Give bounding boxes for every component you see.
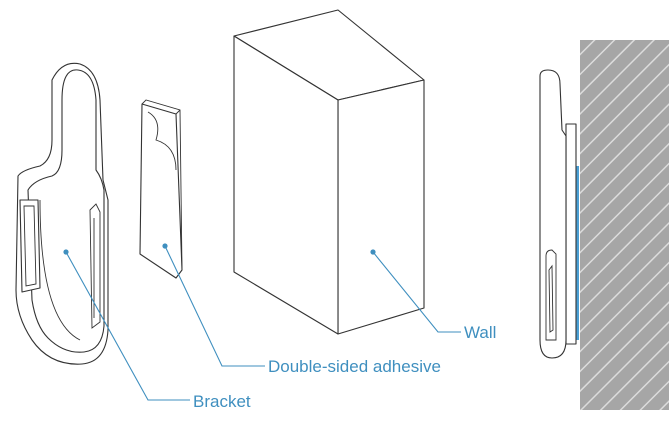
adhesive-leader-line bbox=[164, 245, 265, 367]
bracket-label: Bracket bbox=[193, 392, 251, 411]
wall-block-illustration bbox=[233, 9, 425, 335]
mounted-side-view bbox=[539, 40, 669, 410]
adhesive-illustration bbox=[139, 99, 183, 279]
bracket-leader-line bbox=[65, 251, 190, 401]
wall-label: Wall bbox=[464, 323, 496, 342]
wall-section-hatch bbox=[580, 40, 669, 410]
adhesive-label: Double-sided adhesive bbox=[268, 357, 441, 376]
bracket-illustration bbox=[15, 62, 109, 365]
wall-leader-line bbox=[372, 251, 461, 333]
